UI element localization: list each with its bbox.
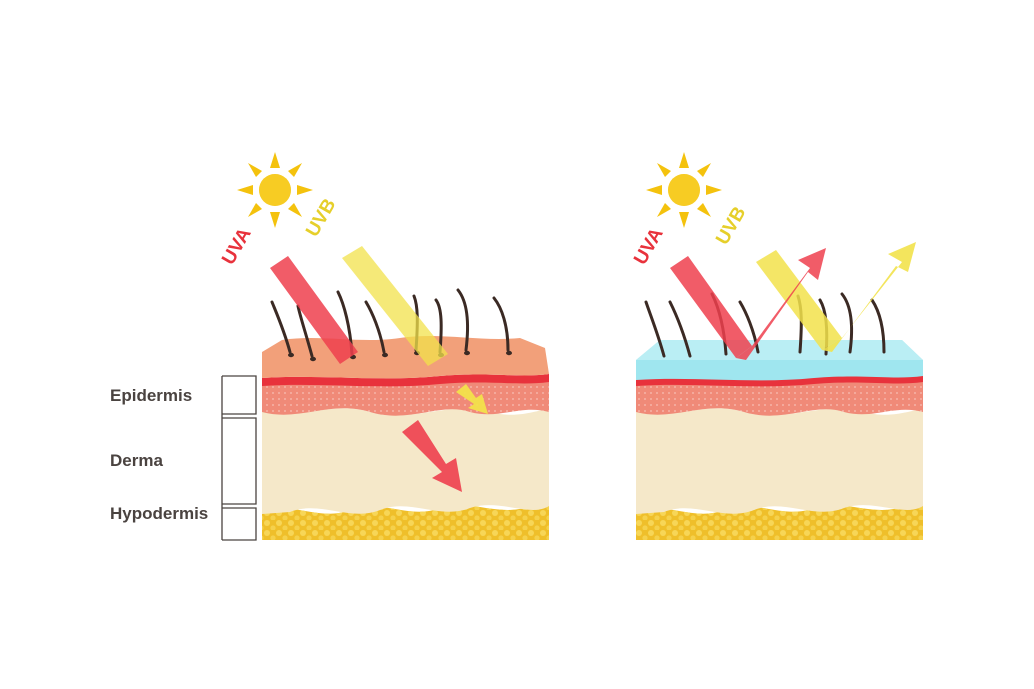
sun-icon-left: [237, 152, 313, 228]
uvb-ray-left: [342, 246, 488, 414]
uva-label-left: UVA: [218, 224, 256, 268]
uva-ray-right-reflected: [670, 248, 826, 360]
sun-icon-right: [646, 152, 722, 228]
skin-block-protected: [636, 292, 923, 540]
hair-follicles-left: [288, 350, 512, 362]
hypodermis-label: Hypodermis: [110, 504, 209, 523]
uva-label-right: UVA: [630, 224, 668, 268]
epidermis-bracket: [222, 375, 257, 415]
basal-line-right: [636, 374, 923, 387]
uva-ray-left: [270, 256, 462, 492]
derma-bracket: [222, 417, 257, 505]
hair-strands-right: [644, 292, 886, 358]
uvb-ray-right-reflected: [756, 242, 916, 352]
hypodermis-bracket: [222, 507, 257, 541]
uvb-label-left: UVB: [302, 195, 340, 240]
derma-layer-right: [636, 408, 923, 514]
layer-brackets: [221, 375, 257, 541]
derma-label: Derma: [110, 451, 163, 470]
uvb-label-right: UVB: [712, 203, 750, 248]
basal-line-left: [262, 374, 549, 387]
epidermis-layer-left: [262, 336, 549, 379]
epidermis-label: Epidermis: [110, 386, 193, 405]
derma-layer-left: [262, 408, 549, 514]
